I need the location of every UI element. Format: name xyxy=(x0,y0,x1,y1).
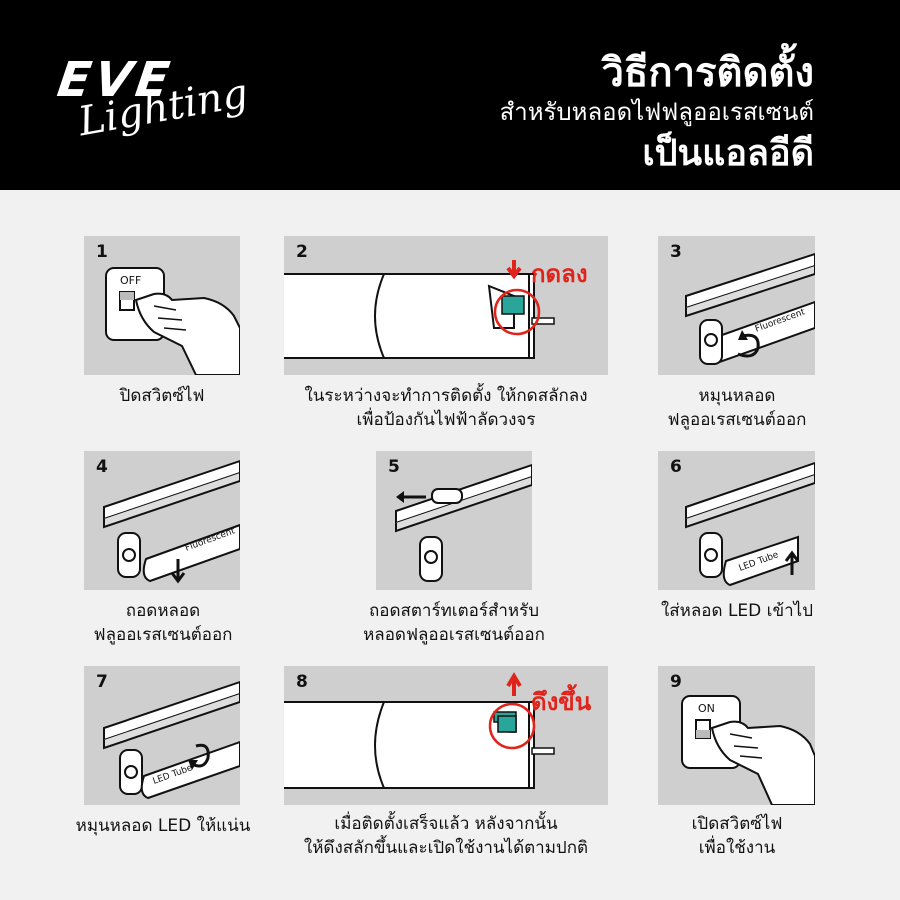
caption-line: หลอดฟลูออเรสเซนต์ออก xyxy=(363,625,545,645)
step-8-panel: 8 ดึงขึ้น xyxy=(284,666,608,805)
step-number: 8 xyxy=(296,672,308,692)
switch-off-illustration xyxy=(105,267,240,375)
caption-line: หมุนหลอด xyxy=(698,386,776,406)
step-4-panel: 4 Fluorescent xyxy=(84,451,240,590)
step-9-caption: เปิดสวิตซ์ไฟ เพื่อใช้งาน xyxy=(630,812,844,860)
caption-line: ให้ดึงสลักขึ้นและเปิดใช้งานได้ตามปกติ xyxy=(303,838,589,858)
step-9-panel: 9 ON xyxy=(658,666,815,805)
step-5-panel: 5 xyxy=(376,451,532,590)
step-7-caption: หมุนหลอด LED ให้แน่น xyxy=(56,814,270,838)
step-number: 2 xyxy=(296,242,308,262)
step-1-caption: ปิดสวิตซ์ไฟ xyxy=(84,384,240,408)
rotate-fluorescent-illustration xyxy=(685,252,815,366)
tube-latch-down-illustration xyxy=(284,260,555,359)
page-subtitle: สำหรับหลอดไฟฟลูออเรสเซนต์ xyxy=(499,98,814,126)
caption-line: เพื่อป้องกันไฟฟ้าลัดวงจร xyxy=(356,410,536,430)
step-number: 9 xyxy=(670,672,682,692)
caption-line: เปิดสวิตซ์ไฟ xyxy=(691,814,783,834)
page-subtitle-emphasis: เป็นแอลอีดี xyxy=(642,133,814,174)
caption-line: ถอดสตาร์ทเตอร์สำหรับ xyxy=(368,601,540,621)
caption-line: หมุนหลอด LED ให้แน่น xyxy=(75,816,251,836)
page-title: วิธีการติดตั้ง xyxy=(601,50,815,96)
step-6-panel: 6 LED Tube xyxy=(658,451,815,590)
caption-line: เพื่อใช้งาน xyxy=(698,838,776,858)
step-7-panel: 7 LED Tube xyxy=(84,666,240,805)
switch-label: ON xyxy=(698,702,715,715)
switch-on-illustration xyxy=(681,695,815,805)
caption-line: ในระหว่างจะทำการติดตั้ง ให้กดสลักลง xyxy=(304,386,588,406)
caption-line: ฟลูออเรสเซนต์ออก xyxy=(93,625,233,645)
press-down-label: กดลง xyxy=(531,260,588,288)
step-2-caption: ในระหว่างจะทำการติดตั้ง ให้กดสลักลง เพื่… xyxy=(284,384,608,432)
step-3-panel: 3 Fluorescent xyxy=(658,236,815,375)
step-4-caption: ถอดหลอด ฟลูออเรสเซนต์ออก xyxy=(56,599,270,647)
switch-label: OFF xyxy=(120,274,142,287)
caption-line: ฟลูออเรสเซนต์ออก xyxy=(667,410,807,430)
insert-led-illustration xyxy=(685,461,815,587)
step-number: 4 xyxy=(96,457,108,477)
caption-line: เมื่อติดตั้งเสร็จแล้ว หลังจากนั้น xyxy=(334,814,558,834)
step-number: 1 xyxy=(96,242,108,262)
step-2-panel: 2 กดลง xyxy=(284,236,608,375)
step-6-caption: ใส่หลอด LED เข้าไป xyxy=(630,599,844,623)
step-8-caption: เมื่อติดตั้งเสร็จแล้ว หลังจากนั้น ให้ดึง… xyxy=(284,812,608,860)
remove-starter-illustration xyxy=(395,463,532,582)
step-number: 7 xyxy=(96,672,108,692)
rotate-led-illustration xyxy=(103,680,240,800)
step-1-panel: 1 OFF xyxy=(84,236,240,375)
remove-fluorescent-illustration xyxy=(103,459,240,584)
step-3-caption: หมุนหลอด ฟลูออเรสเซนต์ออก xyxy=(630,384,844,432)
caption-line: ถอดหลอด xyxy=(125,601,201,621)
step-number: 6 xyxy=(670,457,682,477)
step-5-caption: ถอดสตาร์ทเตอร์สำหรับ หลอดฟลูออเรสเซนต์ออ… xyxy=(320,599,588,647)
header-banner: EVE Lighting วิธีการติดตั้ง สำหรับหลอดไฟ… xyxy=(0,0,900,190)
caption-line: ปิดสวิตซ์ไฟ xyxy=(119,386,205,406)
pull-up-label: ดึงขึ้น xyxy=(531,688,592,716)
tube-latch-up-illustration xyxy=(284,672,555,789)
step-number: 5 xyxy=(388,457,400,477)
caption-line: ใส่หลอด LED เข้าไป xyxy=(661,601,813,621)
step-number: 3 xyxy=(670,242,682,262)
